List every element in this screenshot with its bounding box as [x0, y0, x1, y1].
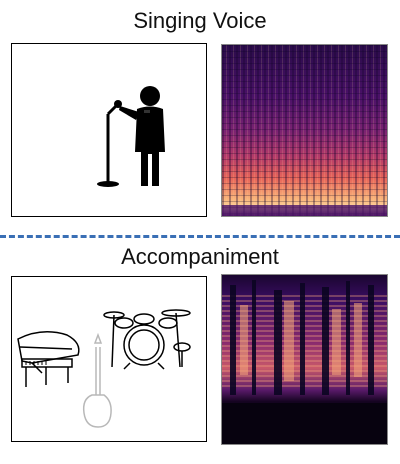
vocal-spectrogram	[221, 44, 388, 217]
instruments-illustration-frame	[11, 276, 207, 442]
singing-voice-title: Singing Voice	[133, 8, 267, 33]
section-divider	[0, 235, 400, 238]
piano-guitar-drums-icon	[17, 309, 191, 428]
singer-with-microphone-icon	[97, 86, 165, 187]
accompaniment-spectrogram	[221, 274, 388, 445]
singer-illustration-frame	[11, 43, 207, 217]
accompaniment-title: Accompaniment	[121, 244, 279, 269]
